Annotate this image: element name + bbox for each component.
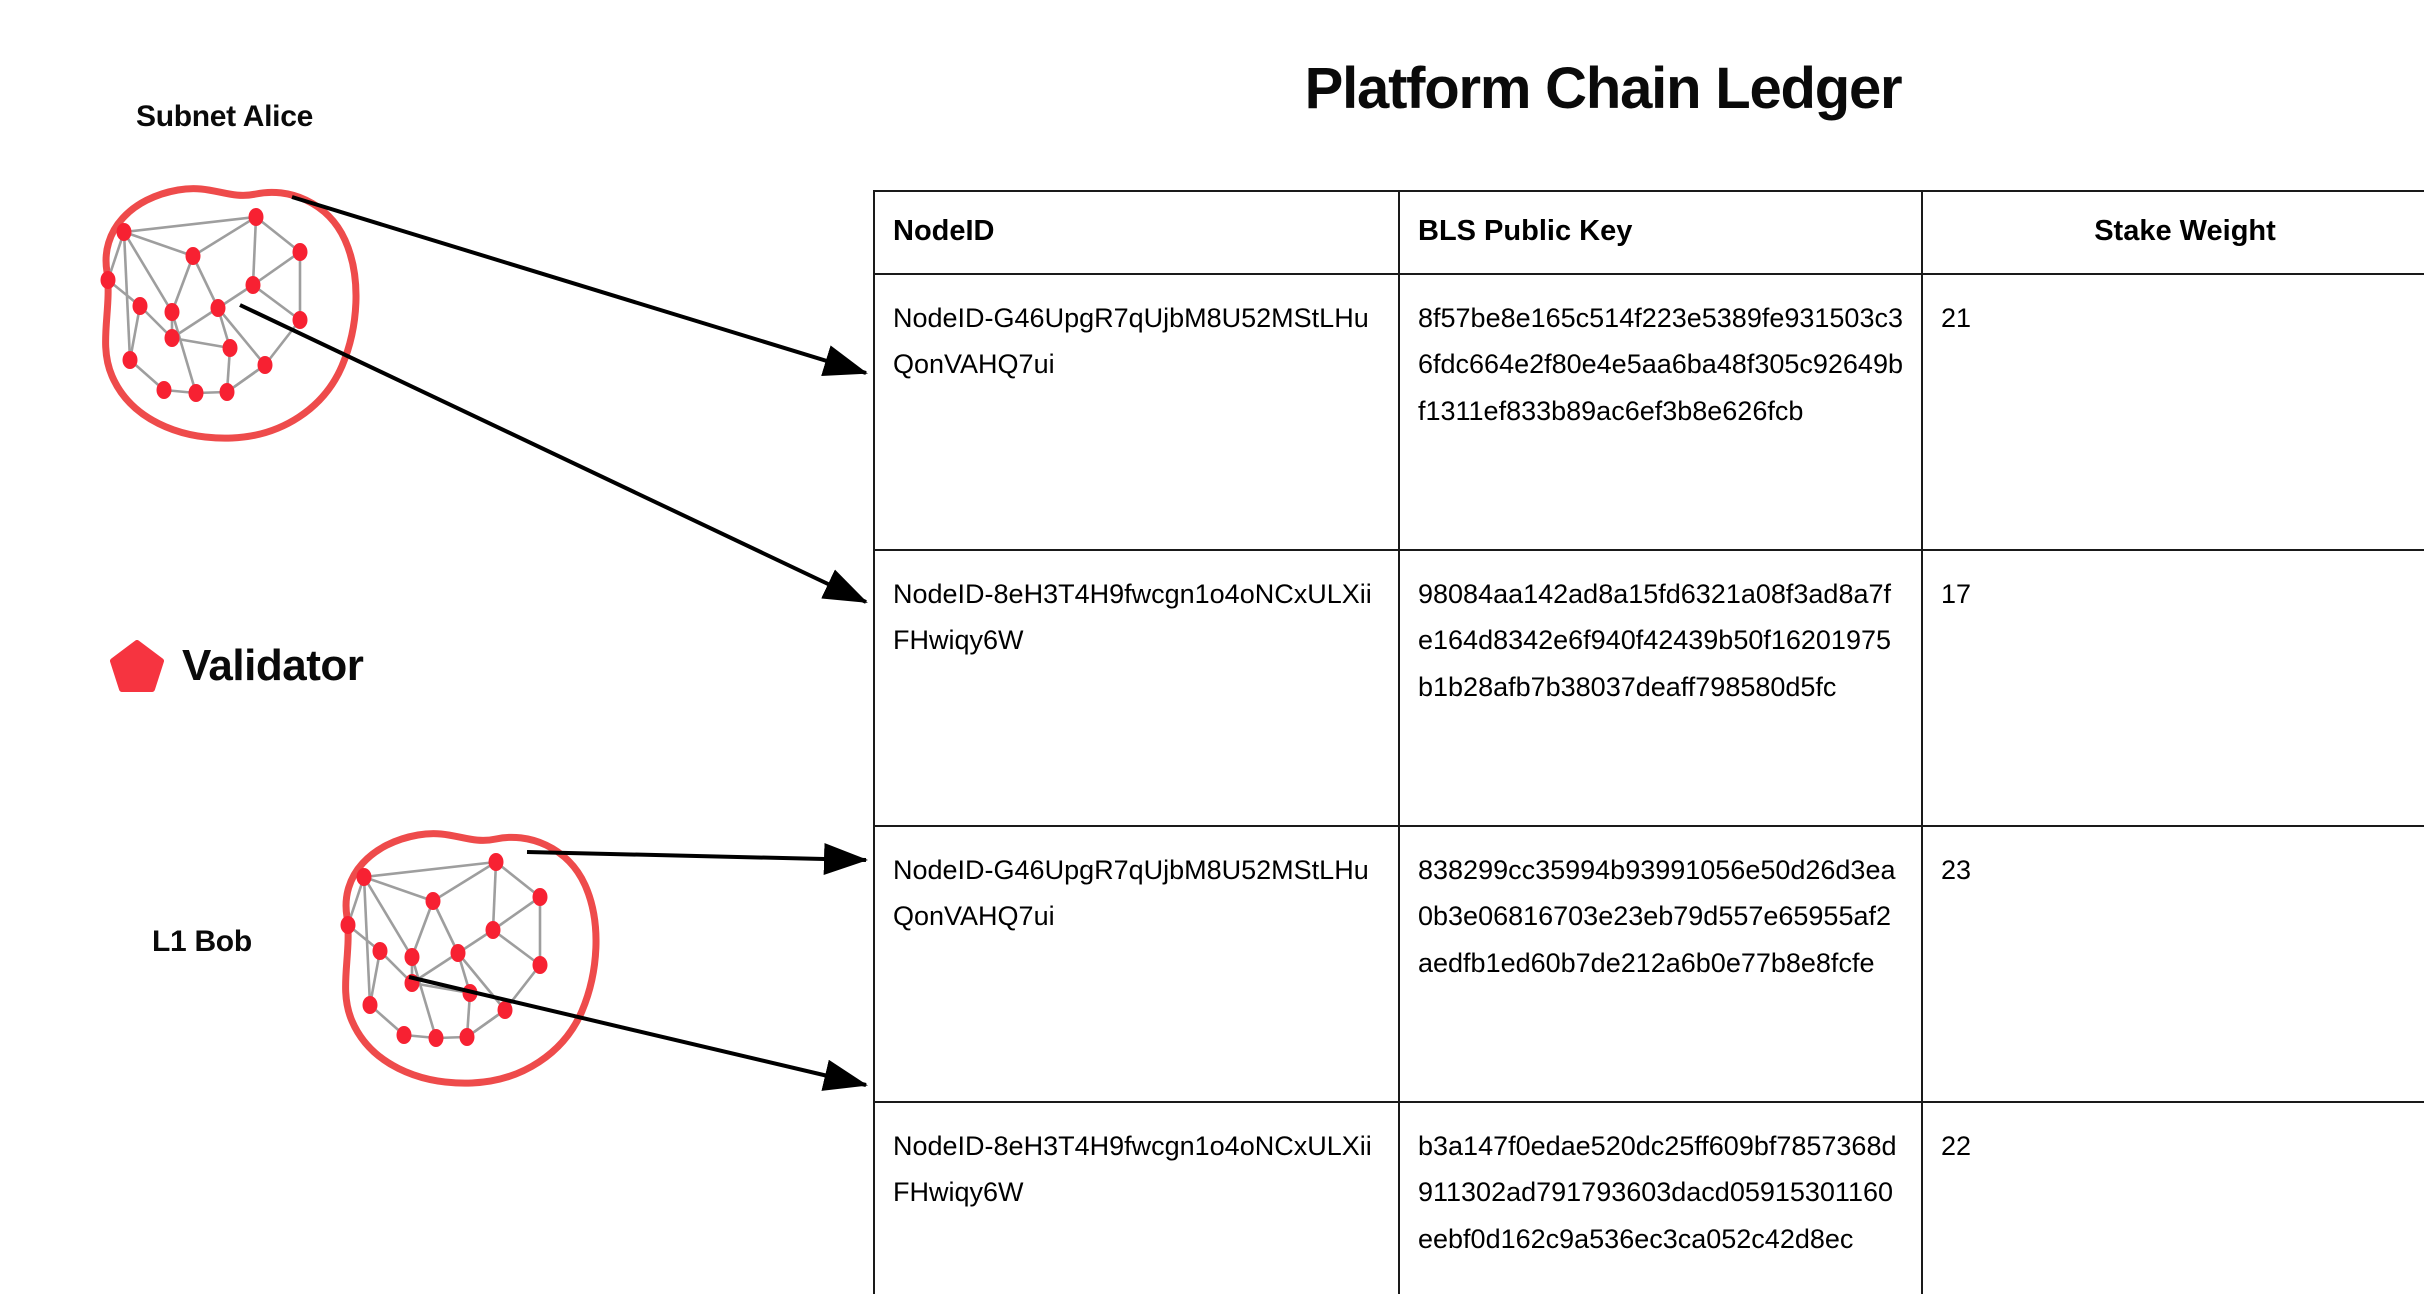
column-header-bls-public-key: BLS Public Key — [1398, 190, 1923, 275]
l1-bob-network-graph — [340, 830, 600, 1087]
table-header-row: NodeID BLS Public Key Stake Weight — [873, 190, 2424, 275]
table-body: NodeID-G46UpgR7qUjbM8U52MStLHuQonVAHQ7ui… — [873, 272, 2424, 1294]
table-row: NodeID-8eH3T4H9fwcgn1o4oNCxULXiiFHwiqy6W… — [873, 548, 2424, 827]
cell-bls-public-key: b3a147f0edae520dc25ff609bf7857368d911302… — [1398, 1100, 1923, 1294]
legend-validator: Validator — [110, 640, 364, 692]
platform-chain-ledger-table: NodeID BLS Public Key Stake Weight NodeI… — [873, 190, 2424, 1294]
cell-stake-weight: 23 — [1921, 824, 2424, 1103]
table-row: NodeID-G46UpgR7qUjbM8U52MStLHuQonVAHQ7ui… — [873, 272, 2424, 551]
subnet-network-panel: Subnet Alice L1 Bob — [0, 0, 880, 1294]
cell-bls-public-key: 838299cc35994b93991056e50d26d3ea0b3e0681… — [1398, 824, 1923, 1103]
cell-nodeid: NodeID-G46UpgR7qUjbM8U52MStLHuQonVAHQ7ui — [873, 272, 1400, 551]
cell-bls-public-key: 8f57be8e165c514f223e5389fe931503c36fdc66… — [1398, 272, 1923, 551]
cell-nodeid: NodeID-8eH3T4H9fwcgn1o4oNCxULXiiFHwiqy6W — [873, 1100, 1400, 1294]
cell-stake-weight: 21 — [1921, 272, 2424, 551]
cell-nodeid: NodeID-8eH3T4H9fwcgn1o4oNCxULXiiFHwiqy6W — [873, 548, 1400, 827]
cell-bls-public-key: 98084aa142ad8a15fd6321a08f3ad8a7fe164d83… — [1398, 548, 1923, 827]
cell-stake-weight: 22 — [1921, 1100, 2424, 1294]
page-title: Platform Chain Ledger — [1304, 56, 1903, 121]
column-header-stake-weight: Stake Weight — [1921, 190, 2424, 275]
subnet-alice-network-graph — [100, 185, 360, 442]
subnet-alice-label: Subnet Alice — [136, 100, 313, 133]
table-header: NodeID BLS Public Key Stake Weight — [873, 190, 2424, 275]
pentagon-icon — [110, 640, 164, 692]
column-header-nodeid: NodeID — [873, 190, 1400, 275]
table-row: NodeID-8eH3T4H9fwcgn1o4oNCxULXiiFHwiqy6W… — [873, 1100, 2424, 1294]
cell-stake-weight: 17 — [1921, 548, 2424, 827]
l1-bob-label: L1 Bob — [152, 925, 252, 958]
cell-nodeid: NodeID-G46UpgR7qUjbM8U52MStLHuQonVAHQ7ui — [873, 824, 1400, 1103]
legend-validator-label: Validator — [182, 641, 364, 690]
table-row: NodeID-G46UpgR7qUjbM8U52MStLHuQonVAHQ7ui… — [873, 824, 2424, 1103]
